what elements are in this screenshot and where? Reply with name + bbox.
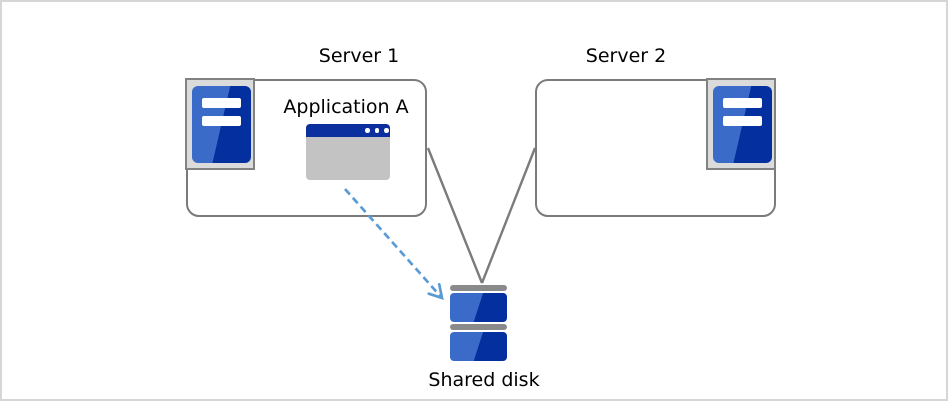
disk-stack-icon <box>450 285 507 361</box>
server-tower-icon <box>185 78 255 170</box>
window-dot-icon <box>365 128 370 133</box>
window-dot-icon <box>384 128 389 133</box>
server2-label: Server 2 <box>585 45 667 67</box>
server-tower-body <box>192 86 251 163</box>
app-window-titlebar <box>306 124 390 137</box>
server-tower-body <box>713 86 772 163</box>
disk-segment <box>450 293 507 322</box>
disk-segment <box>450 332 507 361</box>
connector-server2-disk <box>480 147 537 284</box>
tower-slot <box>202 116 241 126</box>
app-window-icon <box>306 124 390 180</box>
window-dot-icon <box>374 128 380 133</box>
server-tower-icon <box>706 78 776 170</box>
server1-label: Server 1 <box>318 45 400 67</box>
disk-top-bar <box>450 324 507 330</box>
disk-top-bar <box>450 285 507 291</box>
application-a-label: Application A <box>283 96 409 118</box>
tower-slot <box>202 98 241 108</box>
tower-slot <box>723 116 762 126</box>
tower-slot <box>723 98 762 108</box>
connector-server1-disk <box>426 147 484 284</box>
shared-disk-label: Shared disk <box>428 369 540 391</box>
